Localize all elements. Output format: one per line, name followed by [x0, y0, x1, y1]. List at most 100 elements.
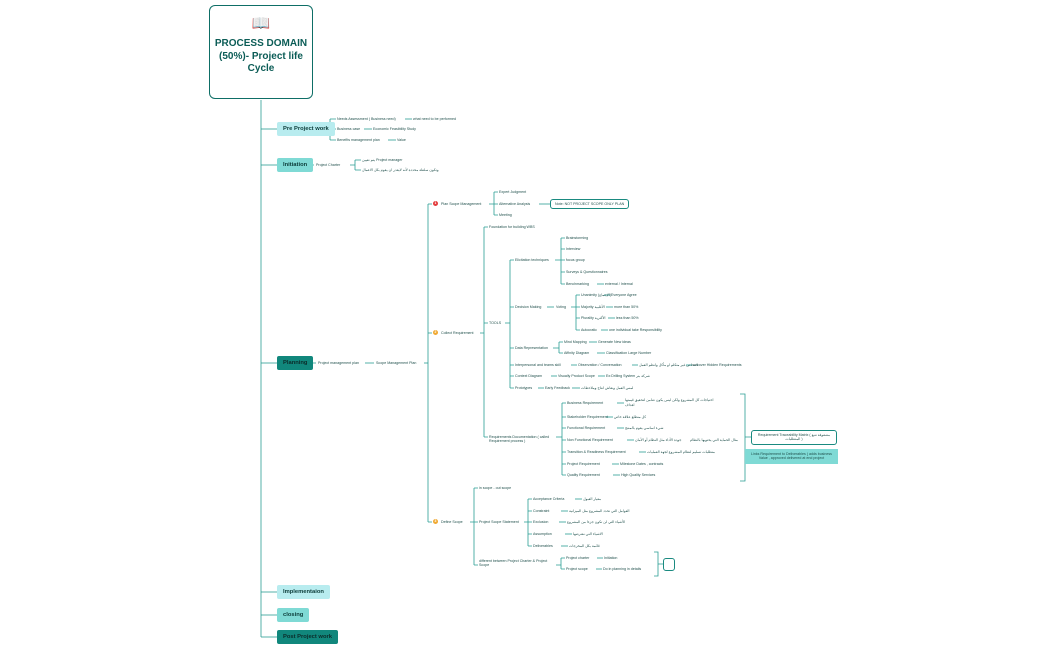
node-context-val[interactable]: Visually Product Scope [558, 374, 595, 378]
phase-pre-project[interactable]: Pre Project work [277, 122, 335, 136]
node-quality-req-val[interactable]: High Quality Services [621, 473, 656, 477]
node-affinity[interactable]: Affinity Diagram [564, 351, 590, 355]
node-assumption[interactable]: Assumption [533, 532, 552, 536]
node-charter2-val[interactable]: Initiation [604, 556, 618, 560]
node-unanimity[interactable]: Unanimity (الإجماع) [581, 293, 611, 297]
node-constraint[interactable]: Constraint [533, 509, 550, 513]
node-scope-plan[interactable]: Scope Management Plan [376, 361, 417, 365]
node-quality-req[interactable]: Quality Requirement [567, 473, 600, 477]
node-business-req[interactable]: Business Requirement [567, 401, 604, 405]
node-context-val2[interactable]: Ex:Drilling System شركة بتر [606, 374, 650, 378]
phase-initiation[interactable]: Initiation [277, 158, 314, 172]
node-affinity-val[interactable]: Classification Large Number [606, 351, 652, 355]
node-nonfunctional-note2[interactable]: مثال الحماية التي يحتويها بالنظام [690, 438, 738, 442]
node-needs-assessment[interactable]: Needs Assessment ( Business need) [337, 117, 396, 121]
node-note-scope-plan[interactable]: Note: NOT PROJECT SCOPE ONLY PLAN [550, 199, 630, 210]
node-tools[interactable]: TOOLS [489, 321, 502, 325]
phase-implementation[interactable]: Implementaion [277, 585, 330, 599]
node-feasibility[interactable]: Economic Feasibility Study [373, 127, 416, 131]
phase-planning[interactable]: Planning [277, 356, 314, 370]
node-define-scope[interactable]: Define Scope [441, 520, 463, 524]
node-benefits-plan[interactable]: Benefits management plan [337, 138, 380, 142]
node-business-case[interactable]: Business case [337, 127, 361, 131]
node-acceptance-note[interactable]: معيار القبول [583, 497, 602, 501]
node-acceptance-criteria[interactable]: Acceptance Criteria [533, 497, 565, 501]
node-project-req-val[interactable]: Milestone Dates , contracts [620, 462, 664, 466]
node-prototypes-val[interactable]: Early Feedback [545, 386, 570, 390]
node-expert-judgment[interactable]: Expert Judgment [499, 190, 527, 194]
node-alternative-analysis[interactable]: Alternative Analysis [499, 202, 531, 206]
node-majority-val[interactable]: more than 50% [614, 305, 639, 309]
node-collect-requirement[interactable]: Collect Requirement [441, 331, 474, 335]
node-charter-vs-scope[interactable]: different between Project Charter & Proj… [479, 559, 548, 568]
node-unanimity-val[interactable]: Everyone Agree [611, 293, 637, 297]
node-nonfunctional-req[interactable]: Non Functional Requirement [567, 438, 613, 442]
node-interview[interactable]: Interview [566, 247, 581, 251]
node-scope2-val[interactable]: Do in planning in details [603, 567, 642, 571]
node-exclusion-note[interactable]: الأشياء التي لن تكون جزءا من المشروع [567, 520, 626, 524]
node-exclusion[interactable]: Exclusion [533, 520, 549, 524]
node-pm-assigned[interactable]: يتم تعيين Project manager [362, 158, 403, 162]
node-scope-statement[interactable]: Project Scope Statement [479, 520, 519, 524]
node-nonfunctional-note[interactable]: جودة الأداء مثل النظام أو الأمان [635, 438, 682, 442]
node-requirements-doc[interactable]: Requirements Documentation ( called Requ… [489, 435, 550, 444]
node-surveys[interactable]: Surveys & Questionnaires [566, 270, 608, 274]
node-autocratic-val[interactable]: one individual take Responsibility [609, 328, 662, 332]
node-project-req[interactable]: Project Requirement [567, 462, 600, 466]
priority-3-icon: 3 [433, 519, 438, 524]
node-observation[interactable]: Observation / Conversation [578, 363, 622, 367]
priority-2-icon: 2 [433, 330, 438, 335]
node-observation-note[interactable]: لانتخاص غير متكلم او مأكل وانظم العمل [639, 363, 699, 367]
priority-1-icon: 1 [433, 201, 438, 206]
node-decision-making[interactable]: Decision Making [515, 305, 542, 309]
node-rtm[interactable]: Requirement Traceability Matrix ( مصفوفة… [751, 430, 837, 445]
node-pm-plan[interactable]: Project management plan [318, 361, 359, 365]
node-plan-scope-mgmt[interactable]: Plan Scope Management [441, 202, 482, 206]
empty-summary-node[interactable] [663, 558, 675, 571]
node-scope2[interactable]: Project scope [566, 567, 588, 571]
node-foundation-wbs[interactable]: Foundation for building WBS [489, 225, 535, 229]
node-benchmarking[interactable]: Benchmarking [566, 282, 589, 286]
root-title: PROCESS DOMAIN (50%)- Project life Cycle [214, 38, 308, 74]
node-meeting[interactable]: Meeting [499, 213, 512, 217]
node-voting[interactable]: Voting [556, 305, 566, 309]
node-business-req-note[interactable]: احتياجات كل المشروع ولكن ليس يكون ضامن ل… [625, 398, 714, 402]
node-pm-authority[interactable]: وتكون سلطة محددة لأنه لايقدر ان يقوم بكل… [362, 168, 439, 172]
node-stakeholder-note[interactable]: كل متطلع علاقة خاص [614, 415, 647, 419]
node-assumption-note[interactable]: الاشياء التي نفترضها [573, 532, 603, 536]
node-prototypes[interactable]: Prototypes [515, 386, 533, 390]
node-stakeholder-req[interactable]: Stakeholder Requirement [567, 415, 608, 419]
node-plurality-val[interactable]: less than 50% [616, 316, 639, 320]
node-observation-val[interactable]: uncover Hidden Requirements [693, 363, 742, 367]
node-autocratic[interactable]: Autocratic [581, 328, 597, 332]
phase-closing[interactable]: closing [277, 608, 310, 622]
node-majority[interactable]: Majority الأغلبية [581, 305, 605, 309]
node-charter2[interactable]: Project charter [566, 556, 590, 560]
node-in-out-scope[interactable]: in scope - out scope [479, 486, 512, 490]
node-transition-req[interactable]: Transition & Readiness Requirement [567, 450, 626, 454]
node-prototypes-note[interactable]: لمس العمل ونقاش انتاج وملاحظات [581, 386, 634, 390]
node-constraint-note[interactable]: العوامل التي تحدد المشروع مثل الميزانية [569, 509, 630, 513]
phase-post-project[interactable]: Post Project work [277, 630, 338, 644]
node-functional-note[interactable]: شيء اساسي يقوم بالمنتج [625, 426, 664, 430]
node-functional-req[interactable]: Functional Requirement [567, 426, 606, 430]
node-business-req-note2[interactable]: اهداف [625, 403, 635, 407]
node-transition-note[interactable]: متطلبات تسليم لنظام المشروع لجهة العمليا… [647, 450, 715, 454]
node-data-representation[interactable]: Data Representation [515, 346, 548, 350]
node-deliverables-note[interactable]: قائمة بكل المخرجات [569, 544, 600, 548]
node-benchmarking-val[interactable]: external / Internal [605, 282, 633, 286]
node-project-charter[interactable]: Project Charter [316, 163, 341, 167]
node-plurality[interactable]: Plurality الأكثرية [581, 316, 606, 320]
node-brainstorming[interactable]: Brainstorming [566, 236, 589, 240]
node-elicitation[interactable]: Elicitation techniques [515, 258, 549, 262]
node-mind-mapping-val[interactable]: Generate New ideas [598, 340, 631, 344]
node-interpersonal[interactable]: Interpersonal and teams skill [515, 363, 561, 367]
node-deliverables[interactable]: Deliverables [533, 544, 553, 548]
node-rtm-links[interactable]: Links Requirement to Deliverables ( adds… [745, 449, 838, 464]
node-needs-what[interactable]: what need to be performed [413, 117, 456, 121]
node-value[interactable]: Value [397, 138, 406, 142]
node-focus-group[interactable]: focus group [566, 258, 585, 262]
node-context-diagram[interactable]: Context Diagram [515, 374, 542, 378]
node-mind-mapping[interactable]: Mind Mapping [564, 340, 587, 344]
root-topic[interactable]: 📖 PROCESS DOMAIN (50%)- Project life Cyc… [209, 5, 313, 99]
